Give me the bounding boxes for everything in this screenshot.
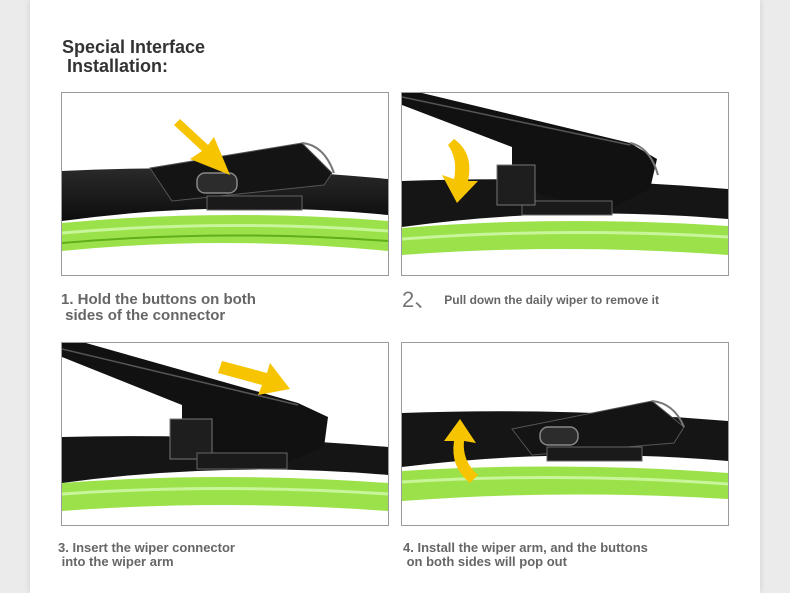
step-4-image (401, 342, 729, 526)
step-3-caption: 3. Insert the wiper connector into the w… (58, 540, 235, 569)
step-1-image (61, 92, 389, 276)
wiper-connector-illustration (62, 119, 388, 251)
curved-arrow-up-icon (444, 419, 478, 483)
step-4-caption: 4. Install the wiper arm, and the button… (403, 540, 648, 569)
curved-arrow-down-icon (442, 139, 478, 203)
step-2-text: Pull down the daily wiper to remove it (444, 293, 659, 307)
page-title: Special Interface Installation: (62, 37, 206, 76)
arrow-down-right-icon (174, 119, 230, 175)
arrow-right-icon (218, 361, 290, 395)
step-1-caption: 1. Hold the buttons on both sides of the… (61, 291, 256, 324)
step-2-caption: 2、 Pull down the daily wiper to remove i… (402, 288, 659, 312)
step-2-number: 2、 (402, 287, 437, 312)
step-2-image (401, 92, 729, 276)
step-3-image (61, 342, 389, 526)
